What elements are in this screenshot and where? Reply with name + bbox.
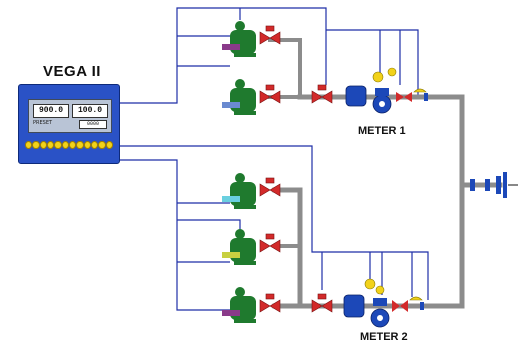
meter-2-label: METER 2 [360, 331, 408, 343]
valves [259, 25, 333, 313]
valve-pump-2 [259, 84, 281, 104]
meter-1-assembly [345, 67, 428, 114]
valve-pump-3 [259, 177, 281, 197]
valve-main-2 [311, 293, 333, 313]
display-left: 900.0 [33, 104, 69, 118]
display-right: 100.0 [72, 104, 108, 118]
led-row [25, 141, 113, 151]
led-indicator [32, 141, 40, 149]
pump-5 [222, 287, 256, 323]
led-indicator [90, 141, 99, 149]
pump-3 [222, 173, 256, 209]
pump-2 [222, 79, 256, 115]
meter-2-assembly [343, 278, 424, 328]
gauge-icon [387, 67, 397, 77]
meter-1-label: METER 1 [358, 125, 406, 137]
pump-4 [222, 229, 256, 265]
valve-pump-4 [259, 233, 281, 253]
led-indicator [76, 141, 84, 149]
led-indicator [61, 141, 69, 149]
led-indicator [46, 141, 55, 149]
led-indicator [39, 141, 47, 149]
led-indicator [68, 141, 77, 149]
valve-pump-5 [259, 293, 281, 313]
gauge-icon [375, 285, 385, 295]
led-indicator [83, 141, 91, 149]
pump-1 [222, 21, 256, 57]
led-indicator [25, 141, 33, 149]
pumps [222, 21, 256, 323]
display-label: PRESET [33, 120, 53, 126]
display-small: 0000 [79, 120, 107, 129]
controller-title: VEGA II [43, 63, 101, 80]
valve-pump-1 [259, 25, 281, 45]
signal-wires [118, 7, 429, 311]
gauge-icon [372, 71, 384, 83]
vega-controller: 900.0 100.0 PRESET 0000 [18, 84, 120, 164]
led-indicator [98, 141, 106, 149]
gauge-icon [364, 278, 376, 290]
led-indicator [54, 141, 62, 149]
strainer-1 [345, 85, 367, 107]
pipes [268, 38, 503, 309]
led-indicator [105, 141, 113, 149]
outlet-assembly [470, 172, 518, 198]
controller-screen: 900.0 100.0 PRESET 0000 [28, 99, 112, 133]
valve-main-1 [311, 84, 333, 104]
strainer-2 [343, 294, 365, 318]
